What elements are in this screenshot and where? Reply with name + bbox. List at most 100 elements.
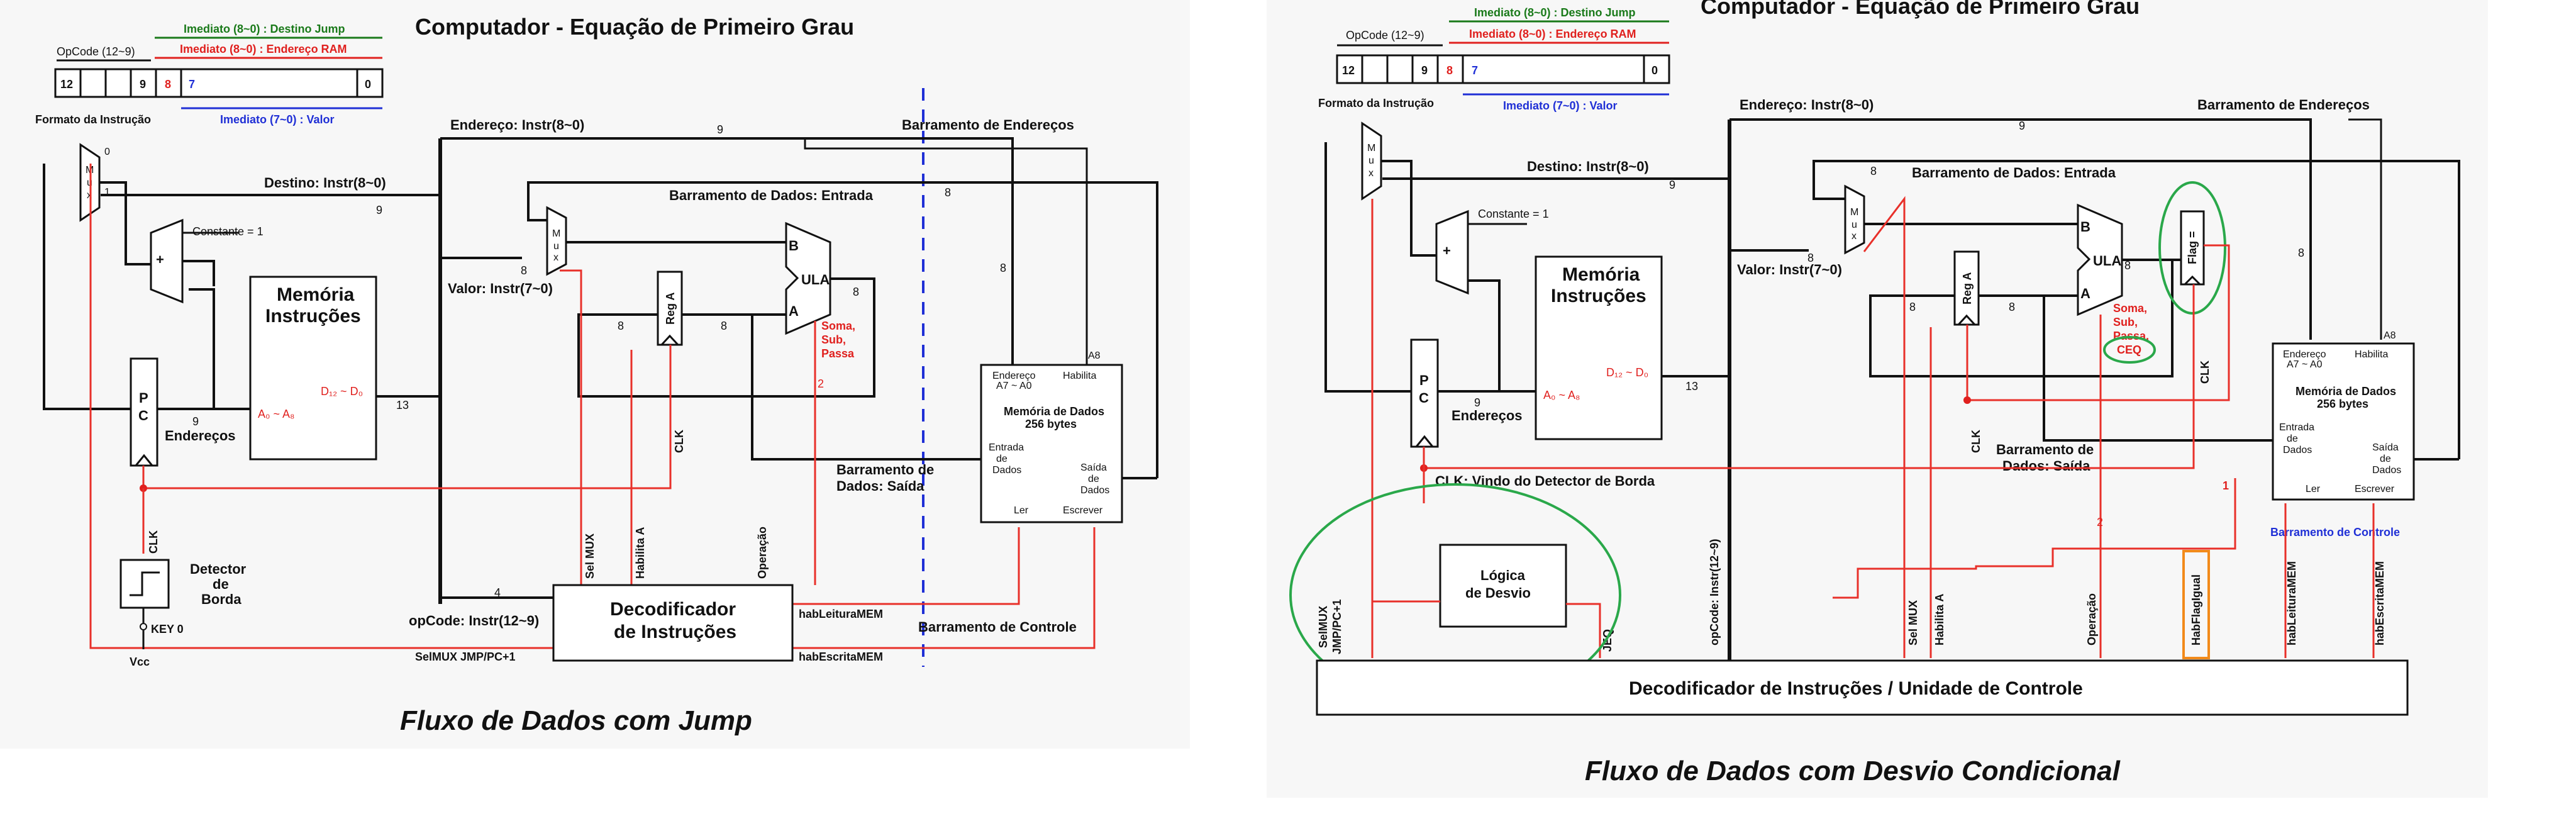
barr-saida-r-1: Barramento de [1996,442,2094,457]
n13-r: 13 [1685,380,1698,393]
n9-pc-r: 9 [1474,396,1480,409]
pc-label-c: C [138,408,148,423]
clk-vindo-label: CLK: Vindo do Detector de Borda [1435,473,1655,489]
n8-dados-entrada: 8 [945,186,951,199]
md-r-entrada-de: de [2287,433,2298,444]
wire-ula-feedback-r [1869,259,2174,377]
constante-label-r: Constante = 1 [1478,208,1549,220]
reg-a-r [1953,250,1980,326]
reg-a [657,271,683,346]
data-mux-r [1844,184,1865,255]
clk-label: CLK [673,430,686,453]
bit-0-r: 0 [1652,64,1658,77]
mem-instr-l2: Instruções [265,306,361,327]
endereco-label-r: Endereço: Instr(8~0) [1740,97,1874,113]
reg-a-label-r: Reg A [1961,272,1974,304]
md-endereco: Endereço [992,371,1036,381]
md-ler: Ler [1014,505,1029,516]
data-memory-r [2272,342,2415,501]
pc-register [130,357,158,467]
decoder-control-unit [1316,659,2409,716]
clk-label-pc: CLK [147,530,160,554]
wire-sel-mux [560,269,582,585]
pc-r-clock [1415,435,1434,447]
barr-end-label: Barramento de Endereços [902,117,1074,133]
branch-logic [1439,544,1567,628]
ula-b-r: B [2080,219,2090,235]
clk-reg-label-r: CLK [1970,430,1982,453]
ops-r-1: Soma, [2113,302,2147,315]
wire-mux-adder [99,181,151,265]
diagram-title: Computador - Equação de Primeiro Grau [415,14,854,40]
md-saida: Saída [1080,462,1107,473]
clk-node-r [1963,396,1971,404]
diagram-caption-right: Fluxo de Dados com Desvio Condicional [1585,756,2121,786]
n8-rega-in: 8 [618,320,624,332]
md-r-saida: Saída [2372,442,2399,453]
operacao-label-r: Operação [2085,593,2098,645]
pc-mux-text-u: u [87,177,92,188]
flag-highlight [2158,181,2226,315]
barr-dados-entrada: Barramento de Dados: Entrada [669,187,874,203]
clk-flag-label: CLK [2199,360,2211,384]
instruction-bits-r: 12 9 8 7 0 [1336,54,1670,84]
md-title-1: Memória de Dados [1004,405,1104,418]
wire-clk [142,345,672,489]
data-mux-text-x: x [553,252,558,263]
destino-label: Destino: Instr(8~0) [264,175,386,191]
md-r-habilita: Habilita [2355,349,2388,360]
key-node [140,623,147,630]
wire-pc-adder [189,288,215,409]
pc-label-p: P [139,390,148,406]
diagram-jump-svg: Computador - Equação de Primeiro Grau Op… [35,14,1158,736]
habilita-a-label-r: Habilita A [1933,594,1946,645]
d-range: D₁₂ ~ D₀ [321,385,363,398]
md-r-entrada-dados: Dados [2283,445,2312,455]
logica-l1: Lógica [1480,567,1526,583]
flag-label: Flag = [2186,231,2199,264]
enderecos-label: Endereços [165,428,236,444]
wire-dados-entrada-r [1813,160,2460,459]
ula-r [2077,203,2123,316]
n8-bus: 8 [1000,262,1006,274]
pc-mux-in0: 0 [104,147,110,157]
wire-mux-pc-r [1324,142,1411,393]
hab-leitura-label: habLeituraMEM [799,608,883,620]
pc-clock-triangle [135,454,153,466]
ceq-label: CEQ [2117,344,2141,356]
barr-saida-r-2: Dados: Saída [2002,458,2090,474]
instruction-bits: 12 9 8 7 0 [54,68,384,98]
value-field-label: Imediato (7~0) : Valor [220,113,335,126]
bit-7-r: 7 [1472,64,1478,77]
detector-2: de [213,576,229,592]
barr-end-label-r: Barramento de Endereços [2197,97,2370,113]
pc-r-p: P [1419,372,1429,388]
md-r-saida-dados: Dados [2372,465,2401,476]
format-name-r: Formato da Instrução [1318,97,1434,109]
vcc-label: Vcc [130,656,150,668]
n9-pc: 9 [192,415,199,428]
wire-to-mem [751,315,981,461]
md-r-saida-de: de [2380,454,2391,464]
pc-mux-r [1361,121,1382,201]
n8-valor: 8 [521,264,527,277]
enderecos-label-r: Endereços [1452,408,1523,423]
md-a8: A8 [1088,350,1101,361]
bit-8: 8 [165,78,171,91]
md-r-escrever: Escrever [2355,484,2395,494]
md-entrada: Entrada [989,442,1024,453]
instruction-decoder [552,584,794,662]
habilita-a-label: Habilita A [634,527,647,579]
n8-ula-out: 8 [853,286,859,298]
diagram-title-right: Computador - Equação de Primeiro Grau [1701,0,2140,19]
jump-field-label-r: Imediato (8~0) : Destino Jump [1474,6,1636,19]
pc-mux-r-m: M [1367,143,1375,154]
opcode-instr-label: opCode: Instr(12~9) [409,613,539,628]
detector-3: Borda [201,591,242,607]
adder [150,218,184,304]
d-range-r: D₁₂ ~ D₀ [1606,366,1648,379]
instruction-memory [249,276,377,461]
a-range-r: A₀ ~ A₈ [1543,389,1580,401]
ula-label-r: ULA [2093,253,2121,269]
wire-flag-out [1966,244,2230,401]
